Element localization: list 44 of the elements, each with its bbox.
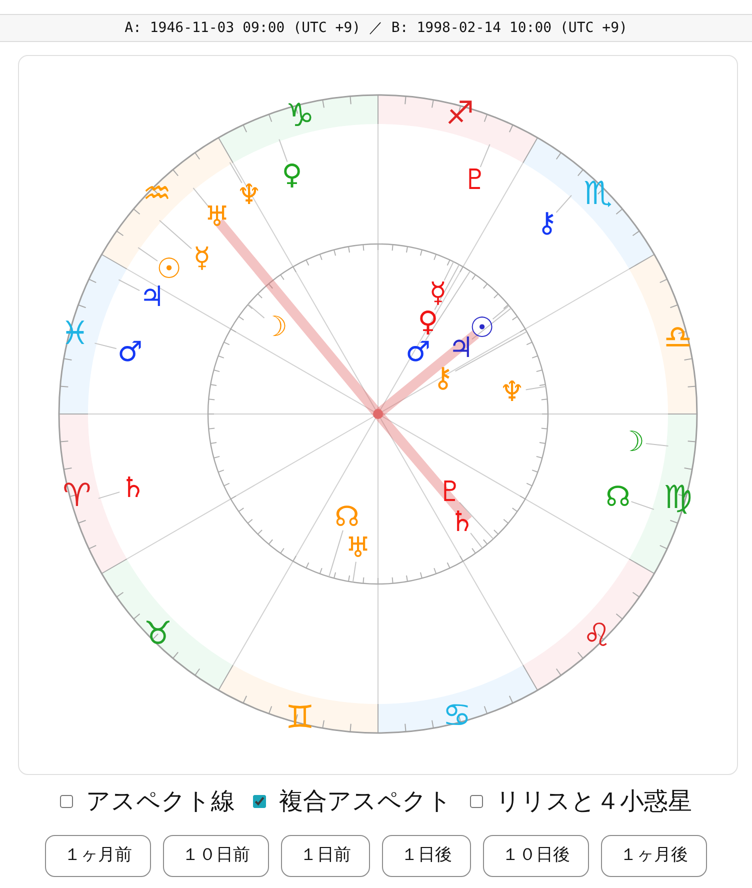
zodiac-sign-symbol: ♐	[446, 97, 474, 129]
planet-symbol: ♆	[236, 181, 262, 209]
planet-symbol: ♄	[449, 508, 475, 536]
zodiac-sign-symbol: ♋	[442, 699, 472, 731]
zodiac-sign-symbol: ♍	[664, 481, 692, 513]
planet-symbol: ☊	[334, 503, 360, 531]
planet-symbol: ☉	[156, 255, 182, 283]
planet-symbol: ♂	[405, 338, 431, 366]
checkbox-label: 複合アスペクト	[279, 786, 452, 817]
planet-symbol: ☊	[606, 483, 630, 511]
planet-symbol: ♆	[499, 378, 525, 406]
planet-symbol: ♅	[345, 534, 371, 562]
zodiac-sign-symbol: ♌	[582, 619, 612, 651]
planet-symbol: ♀	[418, 308, 438, 336]
date-step-button: １０日後	[483, 835, 589, 877]
zodiac-sign-symbol: ♎	[664, 321, 692, 353]
date-info-bar: A: 1946-11-03 09:00 (UTC +9) ／ B: 1998-02-14 10:00 (UTC +9)	[0, 14, 752, 42]
date-step-button: １日前	[281, 835, 370, 877]
planet-symbol: ☿	[193, 244, 211, 272]
planet-symbol: ☿	[429, 279, 447, 307]
zodiac-sign-symbol: ♊	[286, 701, 314, 733]
checkbox-label: リリスと４小惑星	[496, 786, 692, 817]
zodiac-sign-symbol: ♑	[286, 99, 314, 131]
zodiac-sign-symbol: ♏	[584, 177, 612, 209]
zodiac-sign-symbol: ♒	[142, 177, 172, 209]
planet-symbol: ♂	[117, 338, 143, 366]
planet-symbol: ♀	[282, 161, 302, 189]
planet-symbol: ⚷	[536, 209, 558, 237]
zodiac-sign-symbol: ♓	[60, 317, 90, 349]
zodiac-sign-symbol: ♈	[62, 479, 92, 511]
planet-symbol: ☽	[619, 428, 645, 456]
planet-symbol: ⚷	[432, 364, 454, 392]
planet-symbol: ♃	[139, 283, 165, 311]
zodiac-sign-symbol: ♉	[144, 617, 172, 649]
checkbox-label: アスペクト線	[86, 786, 235, 817]
date-step-button: １０日前	[163, 835, 269, 877]
planet-symbol: ☽	[262, 313, 288, 341]
planet-symbol: ♅	[204, 203, 230, 231]
planet-symbol: ♇	[437, 478, 463, 506]
date-step-button: １ヶ月後	[601, 835, 707, 877]
planet-symbol: ♄	[120, 474, 146, 502]
date-step-button: １日後	[382, 835, 471, 877]
date-step-button: １ヶ月前	[45, 835, 151, 877]
planet-symbol: ♇	[462, 166, 488, 194]
